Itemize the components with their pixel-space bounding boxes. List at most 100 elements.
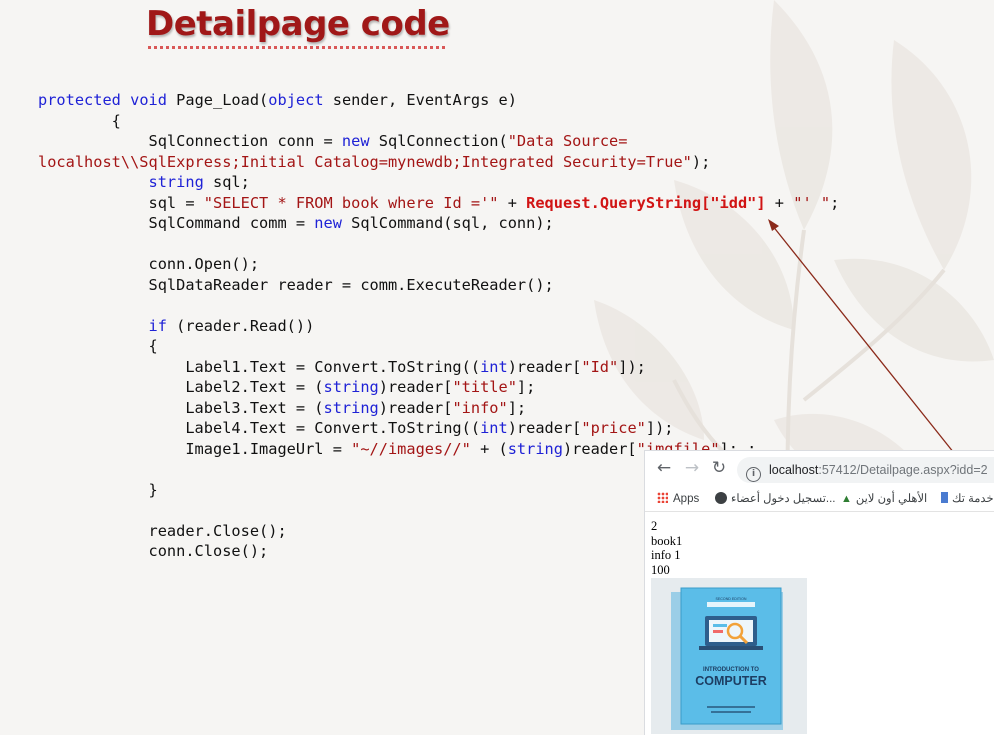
code-token: } xyxy=(38,480,158,499)
code-token xyxy=(38,317,149,335)
code-line: Image1.ImageUrl = "~//images//" + (strin… xyxy=(38,439,839,460)
code-token: string xyxy=(148,173,204,191)
code-token: string xyxy=(323,378,379,396)
code-line: conn.Close(); xyxy=(38,541,839,562)
code-line xyxy=(38,234,839,255)
code-token: SqlCommand(sql, conn); xyxy=(341,214,554,232)
code-token: Label1.Text = Convert.ToString(( xyxy=(38,357,481,376)
code-token: Label2.Text = ( xyxy=(38,378,324,396)
code-line: Label2.Text = (string)reader["title"]; xyxy=(38,377,839,398)
code-line: if (reader.Read()) xyxy=(38,316,839,337)
code-token xyxy=(38,173,149,191)
code-token: localhost\\SqlExpress;Initial Catalog=my… xyxy=(38,152,692,171)
code-token: sender, EventArgs e) xyxy=(323,91,517,109)
code-line: SqlDataReader reader = comm.ExecuteReade… xyxy=(38,275,839,296)
code-token: "~//images//" xyxy=(351,439,471,458)
code-token: Label3.Text = ( xyxy=(38,398,324,417)
code-token: SqlConnection( xyxy=(369,132,508,150)
code-line xyxy=(38,295,839,316)
code-token: new xyxy=(314,214,342,232)
code-token: string xyxy=(507,439,563,458)
code-line: { xyxy=(38,336,839,357)
globe-icon xyxy=(715,492,727,504)
arrow-left-icon[interactable]: ← xyxy=(656,458,672,478)
bookmark-service-label: خدمة تك xyxy=(952,493,994,505)
code-token: ]; xyxy=(507,398,527,417)
browser-toolbar: ← → ↻ i localhost:57412/Detailpage.aspx?i… xyxy=(645,451,994,487)
reload-icon[interactable]: ↻ xyxy=(711,458,727,478)
code-token: protected xyxy=(38,91,131,109)
code-line: Label3.Text = (string)reader["info"]; xyxy=(38,398,839,419)
code-token: SqlCommand comm = xyxy=(38,214,315,232)
code-block: protected void Page_Load(object sender, … xyxy=(38,90,839,562)
book-cover-icon: INTRODUCTION TO COMPUTER SECOND EDITION xyxy=(651,578,807,734)
code-token: "' " xyxy=(793,193,831,212)
code-token: ]; xyxy=(516,378,536,396)
browser-screenshot: ← → ↻ i localhost:57412/Detailpage.aspx?i… xyxy=(644,450,994,735)
url-host: localhost xyxy=(769,463,819,477)
label-info: info 1 xyxy=(651,548,681,563)
book-title-line1: INTRODUCTION TO xyxy=(703,667,759,673)
code-line: reader.Close(); xyxy=(38,521,839,542)
bookmark-arabic-login[interactable]: تسجيل دخول أعضاء... xyxy=(715,490,836,508)
code-token: SqlConnection conn = xyxy=(38,132,342,150)
code-token: "title" xyxy=(452,378,517,396)
code-line: { xyxy=(38,111,839,132)
code-token: reader.Close(); xyxy=(38,521,287,540)
code-token: + xyxy=(765,193,794,212)
arrow-right-icon[interactable]: → xyxy=(684,458,700,478)
code-token: "SELECT * FROM book where Id ='" xyxy=(203,193,499,212)
address-bar[interactable]: i localhost:57412/Detailpage.aspx?idd=2 xyxy=(737,457,994,483)
bookmark-favicon-icon xyxy=(941,492,948,503)
code-token: Image1.ImageUrl = xyxy=(38,439,352,458)
code-token: void xyxy=(130,91,177,109)
label-title: book1 xyxy=(651,533,683,548)
code-token: if xyxy=(148,316,167,335)
bookmark-apps[interactable]: Apps xyxy=(657,490,699,508)
code-line: conn.Open(); xyxy=(38,254,839,275)
code-token: + xyxy=(498,193,527,212)
code-token: (reader.Read()) xyxy=(166,316,315,335)
book-cover-image: INTRODUCTION TO COMPUTER SECOND EDITION xyxy=(651,578,807,734)
code-token: sql = xyxy=(38,193,204,212)
code-token: + ( xyxy=(470,439,508,458)
code-token: sql; xyxy=(203,173,250,191)
label-price: 100 xyxy=(651,562,670,577)
bookmark-ahly-online-label: الأهلي أون لاين xyxy=(855,493,928,505)
code-line: SqlCommand comm = new SqlCommand(sql, co… xyxy=(38,213,839,234)
code-token: conn.Open(); xyxy=(38,255,260,273)
book-title-line2: COMPUTER xyxy=(695,674,767,688)
label-id: 2 xyxy=(651,519,658,533)
code-token: )reader[ xyxy=(562,439,637,458)
info-icon[interactable]: i xyxy=(746,467,761,482)
code-line: string sql; xyxy=(38,172,839,193)
code-token: )reader[ xyxy=(507,419,582,437)
apps-grid-icon xyxy=(657,492,668,503)
bookmarks-bar: Apps تسجيل دخول أعضاء... ▲الأهلي أون لاي… xyxy=(645,487,994,512)
spellcheck-underline xyxy=(148,46,448,49)
url-path: :57412/Detailpage.aspx?idd=2 xyxy=(818,463,988,477)
code-token: "price" xyxy=(581,419,646,437)
code-token: )reader[ xyxy=(378,398,453,417)
code-token: ]); xyxy=(618,357,646,376)
code-token: ]); xyxy=(645,419,674,437)
code-line: localhost\\SqlExpress;Initial Catalog=my… xyxy=(38,152,839,173)
code-token: Request.QueryString["idd"] xyxy=(526,193,766,212)
bookmark-service[interactable]: خدمة تك xyxy=(941,490,994,508)
code-token: SqlDataReader reader = comm.ExecuteReade… xyxy=(38,275,554,294)
chevron-up-icon: ▲ xyxy=(841,493,852,505)
code-line: sql = "SELECT * FROM book where Id ='" +… xyxy=(38,193,840,214)
code-token: { xyxy=(38,111,121,130)
bookmark-ahly-online[interactable]: ▲الأهلي أون لاين xyxy=(841,490,927,508)
code-line: } xyxy=(38,480,839,501)
code-token: new xyxy=(341,132,370,150)
slide-title: Detailpage code xyxy=(146,4,450,44)
code-token: object xyxy=(268,91,324,109)
bookmark-arabic-login-label: تسجيل دخول أعضاء... xyxy=(731,493,836,505)
code-token: Page_Load( xyxy=(176,91,269,109)
code-token: )reader[ xyxy=(378,378,453,396)
page-content: 2 book1 info 1 100 xyxy=(651,519,682,577)
code-token: "info" xyxy=(452,398,508,417)
code-token: int xyxy=(480,357,508,376)
